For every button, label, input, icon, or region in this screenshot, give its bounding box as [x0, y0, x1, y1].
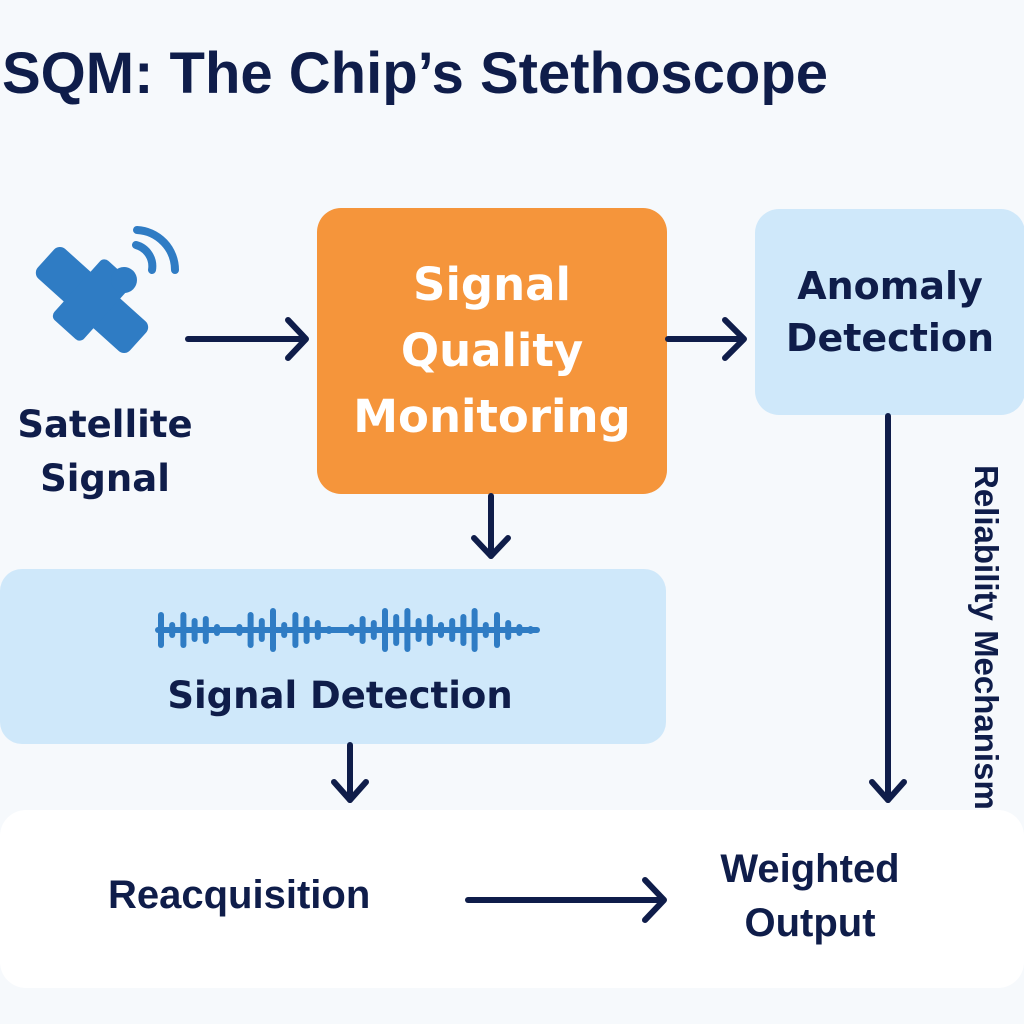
satellite-icon [35, 226, 180, 354]
arrow-sqm-to-signal-detection [471, 493, 511, 559]
arrow-satellite-to-sqm [185, 317, 309, 361]
anomaly-label-line2: Detection [785, 316, 995, 360]
page-title: SQM: The Chip’s Stethoscope [2, 41, 829, 106]
satellite-label-line2: Signal [40, 457, 170, 500]
reliability-mechanism-label: Reliability Mechanism [918, 465, 1008, 810]
reliability-label-line1: Reliability [968, 465, 1005, 621]
signal-detection-node[interactable] [0, 569, 666, 744]
anomaly-detection-node[interactable]: Anomaly Detection [755, 209, 1024, 415]
arrow-reacquisition-to-weighted-output [465, 877, 667, 923]
satellite-label-line1: Satellite [17, 403, 193, 446]
sqm-label-line2: Quality [400, 324, 584, 377]
sqm-label-line1: Signal [413, 258, 571, 311]
reacquisition-node[interactable]: Reacquisition [108, 873, 371, 917]
arrow-signal-detection-to-reacquisition [331, 742, 369, 803]
weighted-label-line2: Output [744, 901, 876, 945]
satellite-signal-label: Satellite Signal [0, 398, 210, 506]
arrow-anomaly-to-weighted-output [869, 413, 907, 803]
sqm-node[interactable]: Signal Quality Monitoring [317, 208, 667, 494]
sqm-label-line3: Monitoring [353, 390, 631, 443]
signal-detection-label: Signal Detection [167, 674, 513, 717]
arrow-sqm-to-anomaly [665, 317, 747, 361]
reliability-label-line2: Mechanism [968, 630, 1005, 810]
anomaly-label-line1: Anomaly [797, 264, 983, 308]
waveform-icon [155, 608, 540, 652]
weighted-label-line1: Weighted [720, 847, 900, 891]
weighted-output-node[interactable]: Weighted Output [690, 842, 930, 950]
